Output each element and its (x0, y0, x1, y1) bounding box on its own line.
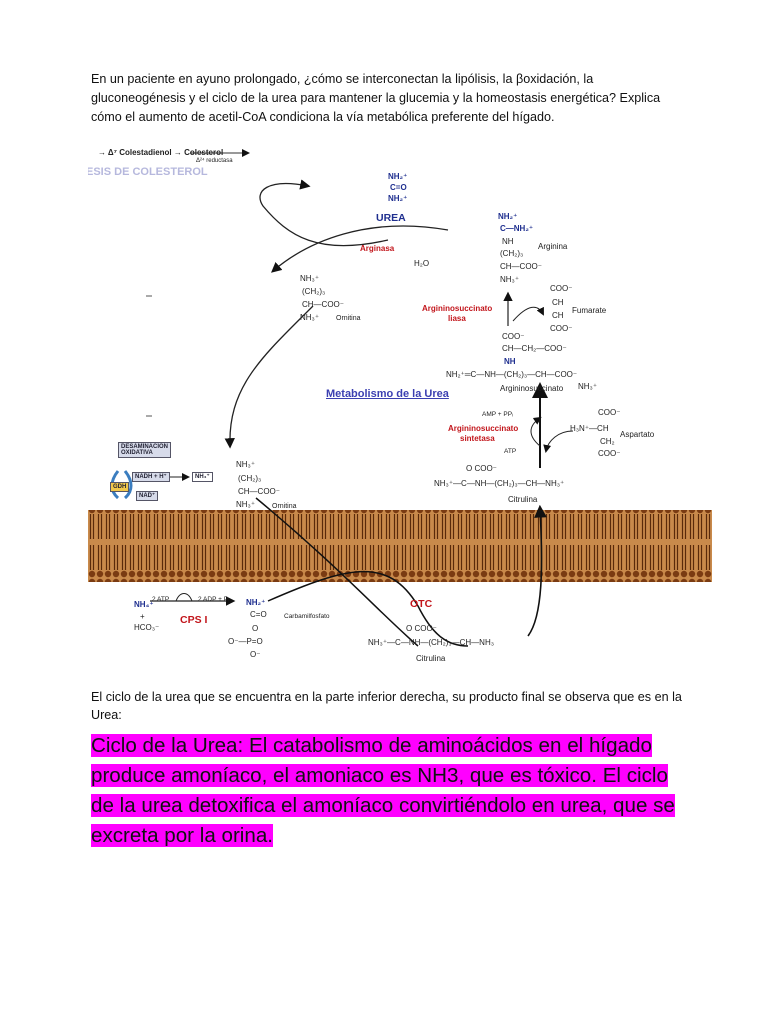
cit-top-formula-1: O COO⁻ (466, 464, 497, 473)
mitochondrial-membrane (88, 510, 712, 582)
carb-formula-2: C=O (250, 610, 267, 619)
as-formula-2: CH—CH₂—COO⁻ (502, 344, 567, 353)
as-formula-1: COO⁻ (502, 332, 525, 341)
h-plus-label: H⁺ (159, 474, 167, 480)
urea-formula-1: NH₂⁺ (388, 172, 408, 181)
orn-mito-label: Ornitina (272, 503, 297, 510)
top-fragment: → Δ⁷ Colestadienol → Colesterol (98, 148, 224, 157)
fumarate-formula-4: COO⁻ (550, 324, 573, 333)
caption-text: El ciclo de la urea que se encuentra en … (91, 690, 682, 722)
desaminacion-line-1: DESAMINACION (121, 444, 169, 450)
carb-formula-4: O⁻—P=O (228, 637, 263, 646)
sintetasa-label-1: Argininosuccinato (448, 424, 519, 433)
arrow-atp-consumed (175, 593, 193, 602)
carb-formula-5: O⁻ (250, 650, 261, 659)
nadh-label: NADH + (135, 474, 158, 480)
nh4-box: NH₄⁺ (192, 472, 213, 482)
arrow-aspartate-in (543, 430, 574, 453)
desaminacion-box: DESAMINACION OXIDATIVA (118, 442, 172, 458)
urea-formula-2: C=O (390, 183, 407, 192)
h2o-label: H₂O (414, 259, 430, 268)
otc-label: OTC (410, 598, 433, 610)
ornitina-label: Ornitina (336, 315, 361, 322)
orn-mito-formula-2: (CH₂)₃ (238, 474, 262, 483)
carb-formula-1: NH₂⁺ (246, 598, 266, 607)
arginina-formula-1: NH₂⁺ (498, 212, 518, 221)
carbamoil-label: Carbamilfosfato (284, 613, 330, 620)
ornitina-formula-2: (CH₂)₃ (302, 287, 326, 296)
liasa-label-1: Argininosuccinato (422, 304, 493, 313)
top-reductase: Δ²⁴ reductasa (196, 158, 233, 164)
fumarate-formula-1: COO⁻ (550, 284, 573, 293)
as-formula-3: NH (504, 357, 516, 366)
two-atp-label: 2 ATP (152, 596, 170, 603)
highlighted-summary-text: Ciclo de la Urea: El catabolismo de amin… (91, 734, 675, 847)
orn-mito-formula-1: NH₃⁺ (236, 460, 256, 469)
arginina-label: Arginina (538, 242, 568, 251)
fumarate-formula-3: CH (552, 311, 564, 320)
urea-formula-3: NH₂⁺ (388, 194, 408, 203)
cit-top-label: Citrulina (508, 495, 538, 504)
diagram-title: Metabolismo de la Urea (326, 388, 449, 400)
arginina-formula-4: (CH₂)₃ (500, 249, 524, 258)
sintetasa-label-2: sintetasa (460, 434, 495, 443)
orn-mito-formula-3: CH—COO⁻ (238, 487, 280, 496)
cit-bot-formula-1: O COO⁻ (406, 624, 437, 633)
arrow-atp-amp (530, 416, 542, 447)
liasa-label-2: liasa (448, 314, 466, 323)
arginina-formula-5: CH—COO⁻ (500, 262, 542, 271)
ornitina-formula-3: CH—COO⁻ (302, 300, 344, 309)
orn-mito-formula-4: NH₃⁺ (236, 500, 256, 509)
asp-formula-1: COO⁻ (598, 408, 621, 417)
arginina-formula-3: NH (502, 237, 514, 246)
desaminacion-line-2: OXIDATIVA (121, 450, 153, 456)
cit-bot-label: Citrulina (416, 654, 446, 663)
gdh-box: GDH (110, 482, 130, 492)
arginina-formula-2: C—NH₂⁺ (500, 224, 534, 233)
arrow-carbamoyl-to-otc (267, 570, 469, 647)
cps1-label: CPS I (180, 614, 208, 626)
fumarate-label: Fumarate (572, 306, 607, 315)
arrow-fumarate-release (512, 306, 544, 322)
nh4-in-label: NH₄⁺ (134, 600, 154, 609)
arrow-ornithine-to-otc (255, 497, 419, 647)
two-adp-label: 2 ADP + Pᵢ (198, 596, 230, 603)
arrow-ornithine-transport (224, 305, 314, 449)
urea-cycle-figure: → Δ⁷ Colestadienol → Colesterol Δ²⁴ redu… (88, 146, 712, 678)
urea-cycle-diagram (88, 149, 712, 647)
arginasa-label: Arginasa (360, 244, 395, 253)
arrow-citrulline-export (527, 504, 547, 637)
aspartato-label: Aspartato (620, 430, 655, 439)
arrow-arginine-to-urea (259, 179, 389, 247)
asp-formula-2: H₃N⁺—CH (570, 424, 609, 433)
ornitina-formula-1: NH₃⁺ (300, 274, 320, 283)
asp-formula-3: CH₂ (600, 437, 615, 446)
asp-formula-4: COO⁻ (598, 449, 621, 458)
cit-top-formula-2: NH₃⁺—C—NH—(CH₂)₃—CH—NH₃⁺ (434, 479, 565, 488)
highlighted-summary: Ciclo de la Urea: El catabolismo de amin… (91, 731, 691, 851)
arrow-arginine-to-ornithine (271, 225, 449, 273)
fumarate-formula-2: CH (552, 298, 564, 307)
as-formula-4: NH₂⁺═C—NH—(CH₂)₃—CH—COO⁻ (446, 370, 578, 379)
urea-label: UREA (376, 212, 406, 224)
header-left: ESIS DE COLESTEROL (88, 166, 208, 178)
nad-box: NAD⁺ (136, 491, 159, 501)
ornitina-formula-4: NH₃⁺ (300, 313, 320, 322)
plus-label: + (140, 612, 145, 621)
question-text: En un paciente en ayuno prolongado, ¿cóm… (91, 72, 661, 124)
hco3-label: HCO₃⁻ (134, 623, 160, 632)
atp-label: ATP (504, 448, 517, 455)
as-formula-5: NH₃⁺ (578, 382, 598, 391)
amp-pp-label: AMP + PPᵢ (482, 411, 514, 418)
arginina-formula-6: NH₃⁺ (500, 275, 520, 284)
cit-bot-formula-2: NH₃⁺—C—NH—(CH₂)₃—CH—NH₃ (368, 638, 494, 647)
as-label: Argininosuccinato (500, 384, 564, 393)
carb-formula-3: O (252, 624, 259, 633)
nadh-box: NADH + H⁺ (132, 472, 170, 482)
